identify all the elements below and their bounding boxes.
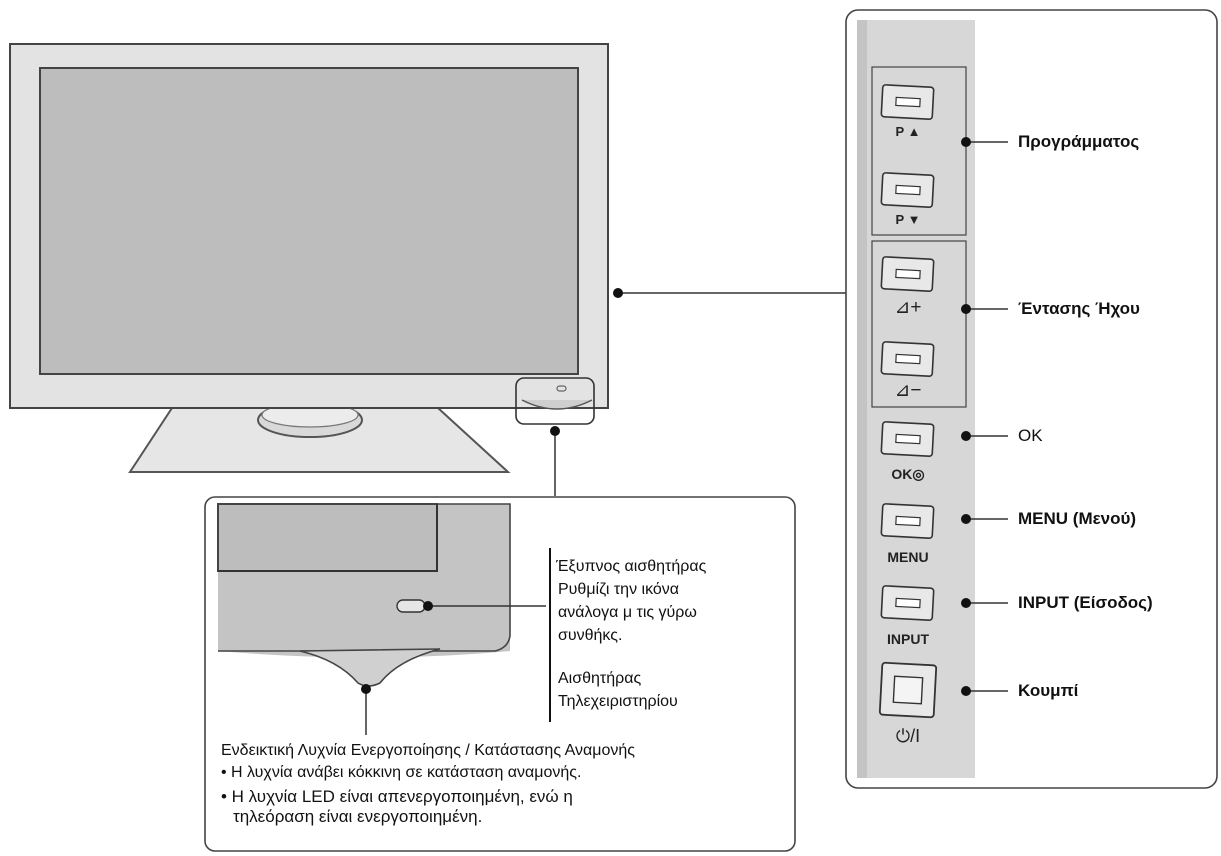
callout-dot-menu [961, 514, 971, 524]
led-bullet-2a: • Η λυχνία LED είναι απενεργοποιημένη, ε… [221, 787, 573, 806]
callout-ok: OK [1018, 426, 1043, 445]
callout-dot-volume [961, 304, 971, 314]
callout-dot-input [961, 598, 971, 608]
callout-dot-smart-sensor [423, 601, 433, 611]
smart-sensor-title: Έξυπνος αισθητήρας [556, 558, 707, 575]
tv-sensor-highlight-box [515, 377, 595, 425]
callout-menu: MENU (Μενού) [1018, 509, 1137, 528]
button-power[interactable] [878, 661, 938, 719]
button-program-down[interactable] [880, 172, 935, 208]
callout-power: Κουμπί [1018, 681, 1079, 700]
label-program-down: P ▼ [895, 212, 921, 227]
callout-dot-sensor [550, 426, 560, 436]
callout-dot-power [961, 686, 971, 696]
label-program-up: P ▲ [895, 124, 921, 139]
tv-screen [39, 67, 579, 375]
button-ok[interactable] [880, 421, 935, 457]
callout-dot-led [361, 684, 371, 694]
control-strip [857, 20, 975, 778]
callout-dot-side [613, 288, 623, 298]
label-power: ⏻/I [895, 726, 921, 746]
smart-sensor-desc-3: συνθήκς. [558, 627, 623, 644]
smart-sensor-desc-1: Ρυθμίζι την ικόνα [558, 581, 680, 598]
label-volume-down: ⊿− [894, 380, 922, 401]
label-volume-up: ⊿+ [894, 297, 922, 318]
tv-front-bump [521, 399, 593, 410]
button-volume-up[interactable] [880, 256, 935, 292]
led-bullet-2b: τηλεόραση είναι ενεργοποιημένη. [233, 807, 483, 826]
button-menu[interactable] [880, 503, 935, 539]
button-program-up[interactable] [880, 84, 935, 120]
button-input[interactable] [880, 585, 935, 621]
program-group-box [871, 66, 967, 236]
button-volume-down[interactable] [880, 341, 935, 377]
label-menu: MENU [887, 549, 929, 565]
callout-volume: Έντασης Ήχου [1018, 299, 1140, 318]
led-title: Ενδεικτική Λυχνία Ενεργοποίησης / Κατάστ… [221, 742, 635, 759]
label-input: INPUT [887, 631, 929, 647]
remote-sensor-1: Αισθητήρας [558, 670, 642, 687]
callout-dot-programs [961, 137, 971, 147]
zoomed-sensor-window [396, 599, 426, 613]
callout-dot-ok [961, 431, 971, 441]
smart-sensor-desc-2: ανάλογα μ τις γύρω [558, 604, 697, 621]
callout-programs: Προγράμματος [1018, 132, 1140, 151]
label-ok: OK◎ [891, 466, 925, 482]
remote-sensor-2: Τηλεχειριστηρίου [558, 693, 678, 710]
led-bullet-1: • Η λυχνία ανάβει κόκκινη σε κατάσταση α… [221, 764, 582, 781]
callout-input: INPUT (Είσοδος) [1018, 593, 1153, 612]
volume-group-box [871, 240, 967, 408]
